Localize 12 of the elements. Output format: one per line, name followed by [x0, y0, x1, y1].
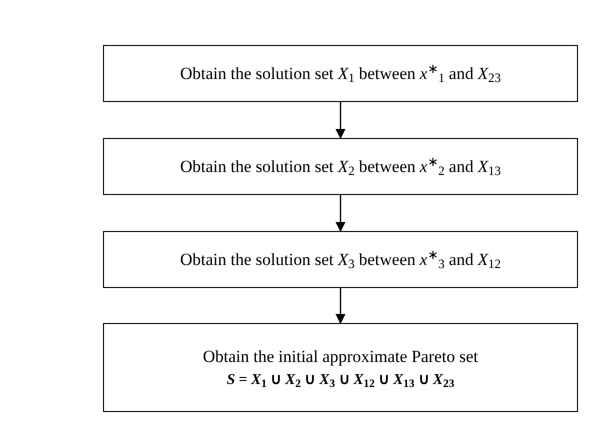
- process-box: [103, 138, 578, 195]
- arrow: [336, 195, 346, 232]
- box-text: Obtain the solution set X$_{1}$ between x$^{∗}$$_{1}$ and X$_{23}$: [180, 62, 501, 84]
- formula-text: S = X$_{1}$ ∪ X$_{2}$ ∪ X$_{3}$ ∪ X$_{12}$ ∪ X$_{13}$ ∪ X$_{23}$: [226, 370, 454, 390]
- arrow: [336, 288, 346, 324]
- box-text: Obtain the solution set X$_{2}$ between x$^{∗}$$_{2}$ and X$_{13}$: [180, 156, 501, 178]
- box-text: Obtain the initial approximate Pareto set: [202, 346, 478, 367]
- process-box: [103, 231, 578, 288]
- box-text: Obtain the solution set X$_{3}$ between x$^{∗}$$_{3}$ and X$_{12}$: [180, 248, 501, 270]
- arrow: [336, 102, 346, 139]
- process-box: [103, 45, 578, 102]
- process-box: [103, 323, 578, 412]
